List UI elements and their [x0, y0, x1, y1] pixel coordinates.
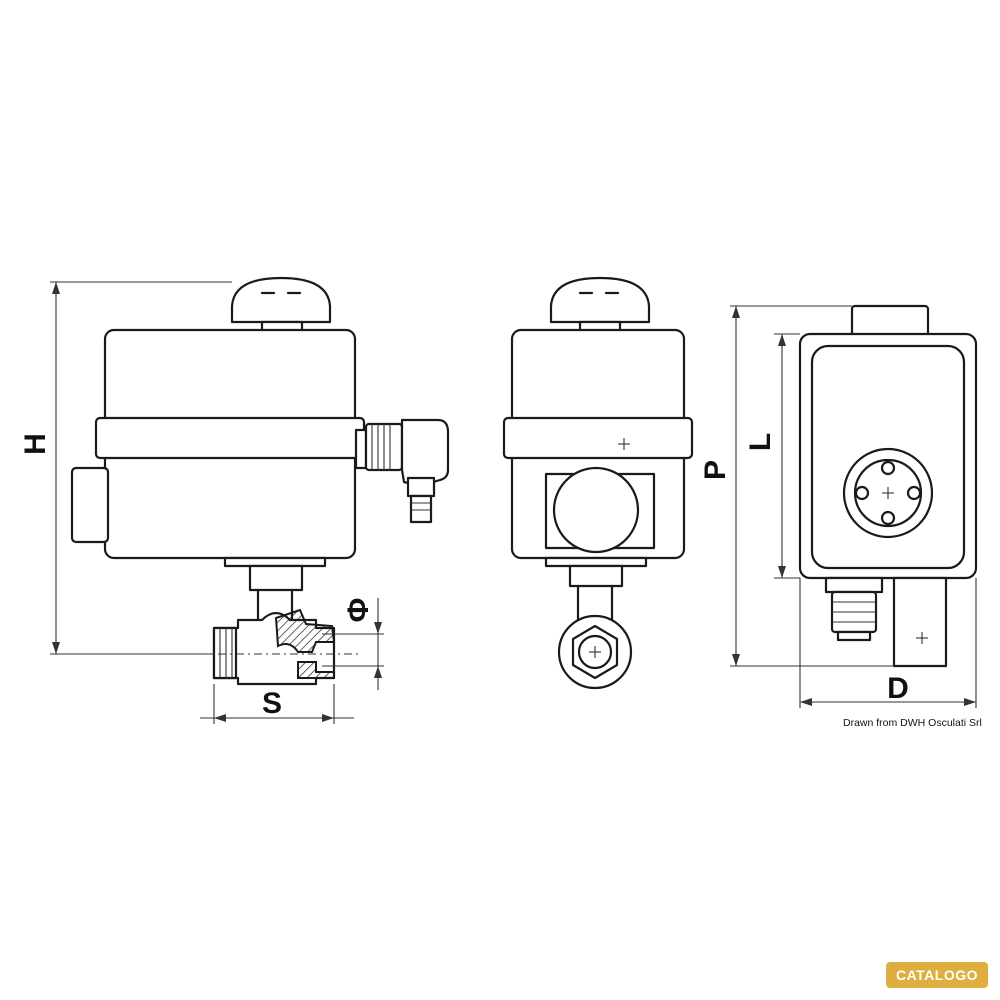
front-valve-section	[274, 608, 336, 653]
plan-bracket	[892, 576, 948, 668]
dimension-d: D	[799, 578, 977, 708]
side-view	[502, 276, 694, 690]
plan-view	[798, 304, 978, 668]
watermark-logo: CATALOGO	[886, 962, 988, 988]
dimension-h: H	[19, 281, 232, 655]
watermark-text: CATALOGO	[895, 967, 979, 983]
front-band	[94, 416, 366, 460]
front-view	[70, 276, 450, 686]
side-stem	[568, 564, 624, 588]
front-side-cap	[70, 466, 110, 544]
credit-text: Drawn from DWH Osculati Srl	[843, 717, 982, 729]
label-p: P	[699, 460, 732, 480]
front-knob	[230, 276, 332, 324]
dimension-phi: Φ	[322, 598, 384, 690]
plan-gland	[824, 576, 884, 594]
label-d: D	[887, 672, 909, 705]
label-s: S	[262, 687, 282, 720]
label-h: H	[19, 433, 52, 455]
front-plug-connector	[400, 418, 450, 488]
label-phi: Φ	[342, 598, 375, 623]
dimension-p: P	[699, 305, 894, 667]
dimension-l: L	[744, 333, 800, 579]
dimension-s: S	[200, 684, 354, 724]
side-port	[552, 466, 640, 554]
label-l: L	[744, 433, 777, 451]
front-stem	[248, 564, 304, 592]
side-knob	[549, 276, 651, 324]
side-band	[502, 416, 694, 460]
